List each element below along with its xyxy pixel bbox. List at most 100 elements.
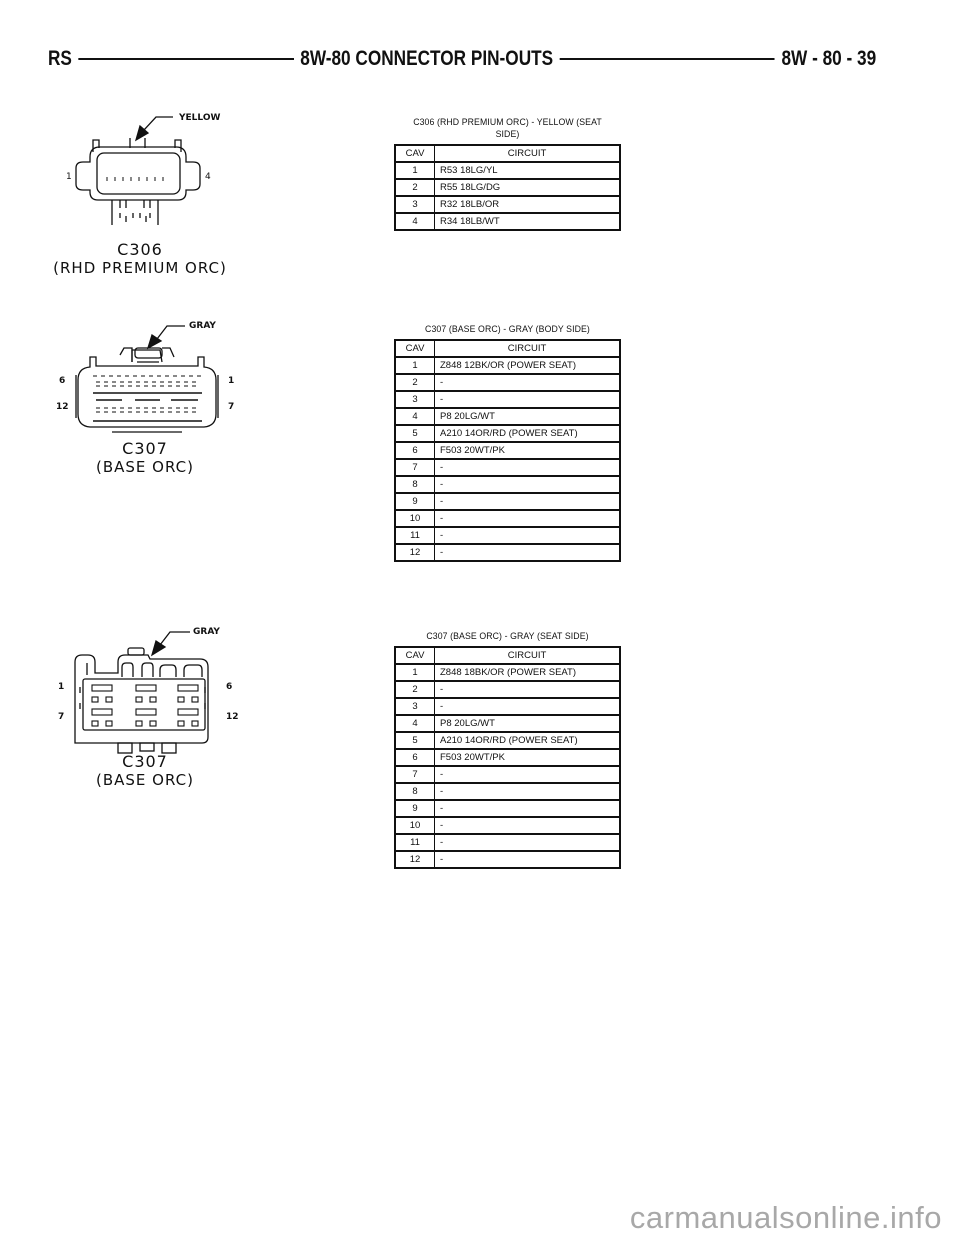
pin-label-top-left: 1 [58,682,65,692]
table-row: 9- [394,492,621,511]
table-row: 7- [394,765,621,784]
connector-name: C306 [117,240,163,259]
column-header-circuit: CIRCUIT [434,339,621,358]
pin-label-right: 4 [205,172,211,182]
table-title: C307 (BASE ORC) - GRAY (SEAT SIDE) [403,631,612,643]
table-row: 8- [394,475,621,494]
circuit-cell: Z848 18BK/OR (POWER SEAT) [434,663,621,682]
cav-cell: 7 [394,765,435,784]
circuit-cell: - [434,833,621,852]
table-row: 7- [394,458,621,477]
pin-label-left: 1 [66,172,72,182]
column-header-circuit: CIRCUIT [434,646,621,665]
circuit-cell: A210 14OR/RD (POWER SEAT) [434,424,621,443]
header-rule [78,58,294,60]
circuit-cell: - [434,373,621,392]
cav-cell: 3 [394,390,435,409]
cav-cell: 8 [394,475,435,494]
table-title-line: C306 (RHD PREMIUM ORC) - YELLOW (SEAT [413,117,602,128]
connector-name: C307 [122,439,168,458]
cav-cell: 6 [394,748,435,767]
column-header-cav: CAV [394,144,435,163]
cav-cell: 8 [394,782,435,801]
pin-label-bottom-left: 12 [56,402,69,412]
table-row: 12- [394,850,621,869]
table-header-row: CAV CIRCUIT [394,646,621,665]
circuit-cell: F503 20WT/PK [434,441,621,460]
circuit-cell: R53 18LG/YL [434,161,621,180]
table-title-line: C307 (BASE ORC) - GRAY (SEAT SIDE) [426,631,589,642]
column-header-cav: CAV [394,646,435,665]
cav-cell: 12 [394,543,435,562]
cav-cell: 5 [394,731,435,750]
circuit-cell: - [434,782,621,801]
circuit-cell: - [434,492,621,511]
pinout-table-c307-body: C307 (BASE ORC) - GRAY (BODY SIDE) CAV C… [394,324,621,562]
table-title: C306 (RHD PREMIUM ORC) - YELLOW (SEAT SI… [403,117,612,141]
cav-cell: 4 [394,714,435,733]
cav-cell: 3 [394,697,435,716]
circuit-cell: - [434,850,621,869]
cav-cell: 2 [394,178,435,197]
column-header-cav: CAV [394,339,435,358]
connector-subtitle: (RHD PREMIUM ORC) [53,259,227,277]
connector-subtitle: (BASE ORC) [96,458,194,476]
table-row: 2- [394,373,621,392]
circuit-cell: R55 18LG/DG [434,178,621,197]
header-left: RS [48,47,72,70]
cav-cell: 10 [394,509,435,528]
cav-cell: 12 [394,850,435,869]
circuit-cell: - [434,816,621,835]
cav-cell: 4 [394,407,435,426]
cav-cell: 2 [394,373,435,392]
circuit-cell: A210 14OR/RD (POWER SEAT) [434,731,621,750]
connector-name: C307 [122,752,168,771]
circuit-cell: Z848 12BK/OR (POWER SEAT) [434,356,621,375]
table-row: 10- [394,509,621,528]
table-row: 11- [394,526,621,545]
table-row: 12- [394,543,621,562]
table-row: 8- [394,782,621,801]
circuit-cell: R32 18LB/OR [434,195,621,214]
header-page-number: 8W - 80 - 39 [781,47,877,70]
table-row: 3- [394,390,621,409]
table-title-line: C307 (BASE ORC) - GRAY (BODY SIDE) [425,324,590,335]
table-row: 3- [394,697,621,716]
cav-cell: 6 [394,441,435,460]
color-label: YELLOW [179,113,221,123]
cav-cell: 1 [394,356,435,375]
page-header: RS 8W-80 CONNECTOR PIN-OUTS 8W - 80 - 39 [48,44,876,74]
column-header-circuit: CIRCUIT [434,144,621,163]
pin-label-bottom-right: 12 [226,712,239,722]
pin-label-bottom-left: 7 [58,712,65,722]
cav-cell: 9 [394,492,435,511]
table-row: 9- [394,799,621,818]
table-title-line: SIDE) [495,129,520,140]
table-header-row: CAV CIRCUIT [394,339,621,358]
connector-diagram-c307-seat: GRAY 1 7 6 12 C307 (BASE ORC) [40,615,250,795]
circuit-cell: - [434,509,621,528]
watermark: carmanualsonline.info [629,1200,942,1235]
pin-label-bottom-right: 7 [228,402,235,412]
circuit-cell: - [434,697,621,716]
cav-cell: 11 [394,833,435,852]
connector-diagram-c307-body: GRAY 6 12 1 7 C307 (BASE ORC) [40,310,250,485]
color-label: GRAY [189,321,216,331]
header-title: 8W-80 CONNECTOR PIN-OUTS [300,47,554,70]
cav-cell: 1 [394,161,435,180]
circuit-cell: P8 20LG/WT [434,714,621,733]
circuit-cell: - [434,475,621,494]
pin-label-top-right: 1 [228,376,235,386]
pinout-table-c307-seat: C307 (BASE ORC) - GRAY (SEAT SIDE) CAV C… [394,631,621,869]
cav-cell: 4 [394,212,435,231]
